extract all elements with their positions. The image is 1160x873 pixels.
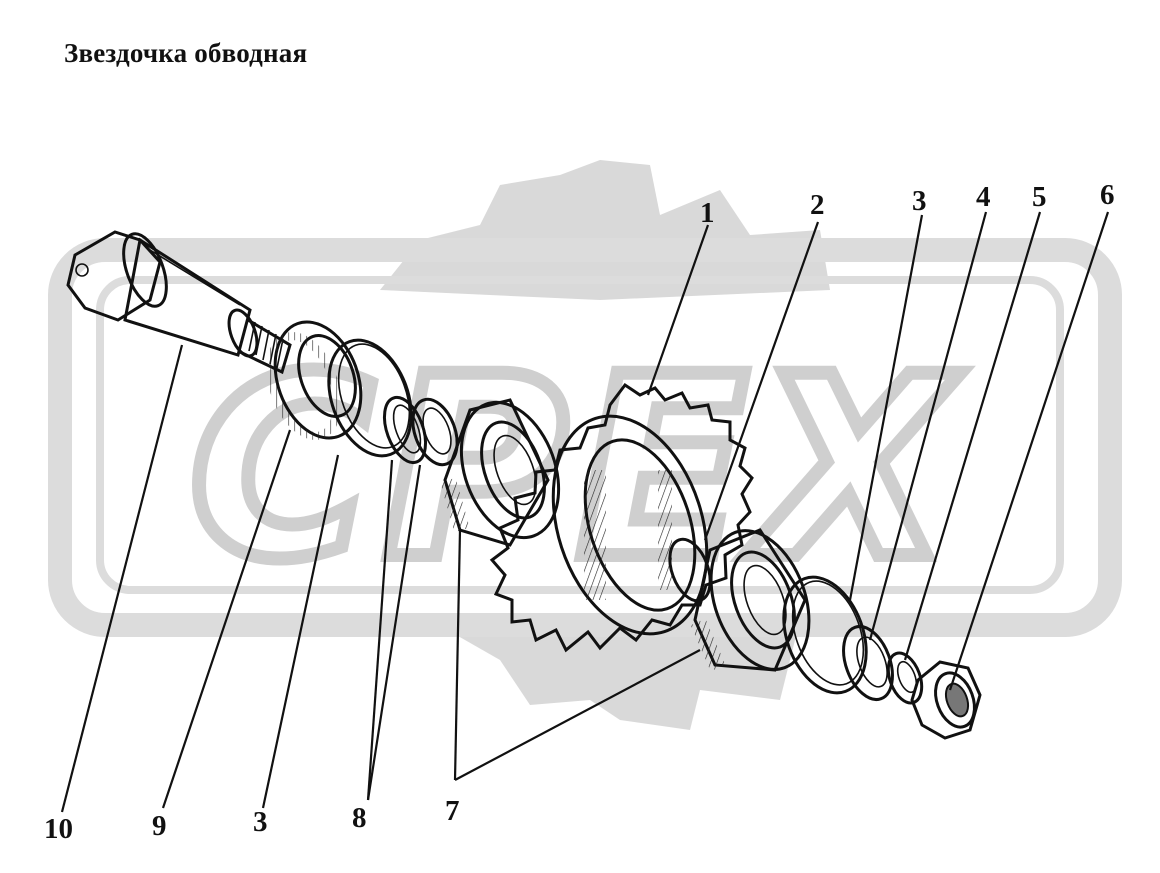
callout-5: 5 [1032,181,1047,213]
callout-7: 7 [445,795,460,827]
part-6-nut [910,660,982,740]
callout-1: 1 [700,197,715,229]
callout-3-left: 3 [253,806,268,838]
part-1-sprocket [489,382,754,653]
callout-3-right: 3 [912,185,927,217]
part-4-washer [842,625,894,701]
callout-6: 6 [1100,179,1115,211]
part-10-shaft [66,230,292,375]
callout-4: 4 [976,181,991,213]
part-8-spacer-rings [382,395,459,467]
leader-lines [60,211,1110,813]
part-7-bearing-left [440,398,561,547]
diagram-title: Звездочка обводная [64,38,308,68]
callout-8: 8 [352,802,367,834]
callout-9: 9 [152,810,167,842]
callout-labels: 1 2 3 4 5 6 10 9 3 8 7 [44,179,1115,845]
part-3-snap-ring-right [782,575,868,695]
part-9-bushing [266,320,363,440]
callout-10: 10 [44,813,73,845]
watermark-text: CPEX [190,323,960,614]
callout-2: 2 [810,189,825,221]
